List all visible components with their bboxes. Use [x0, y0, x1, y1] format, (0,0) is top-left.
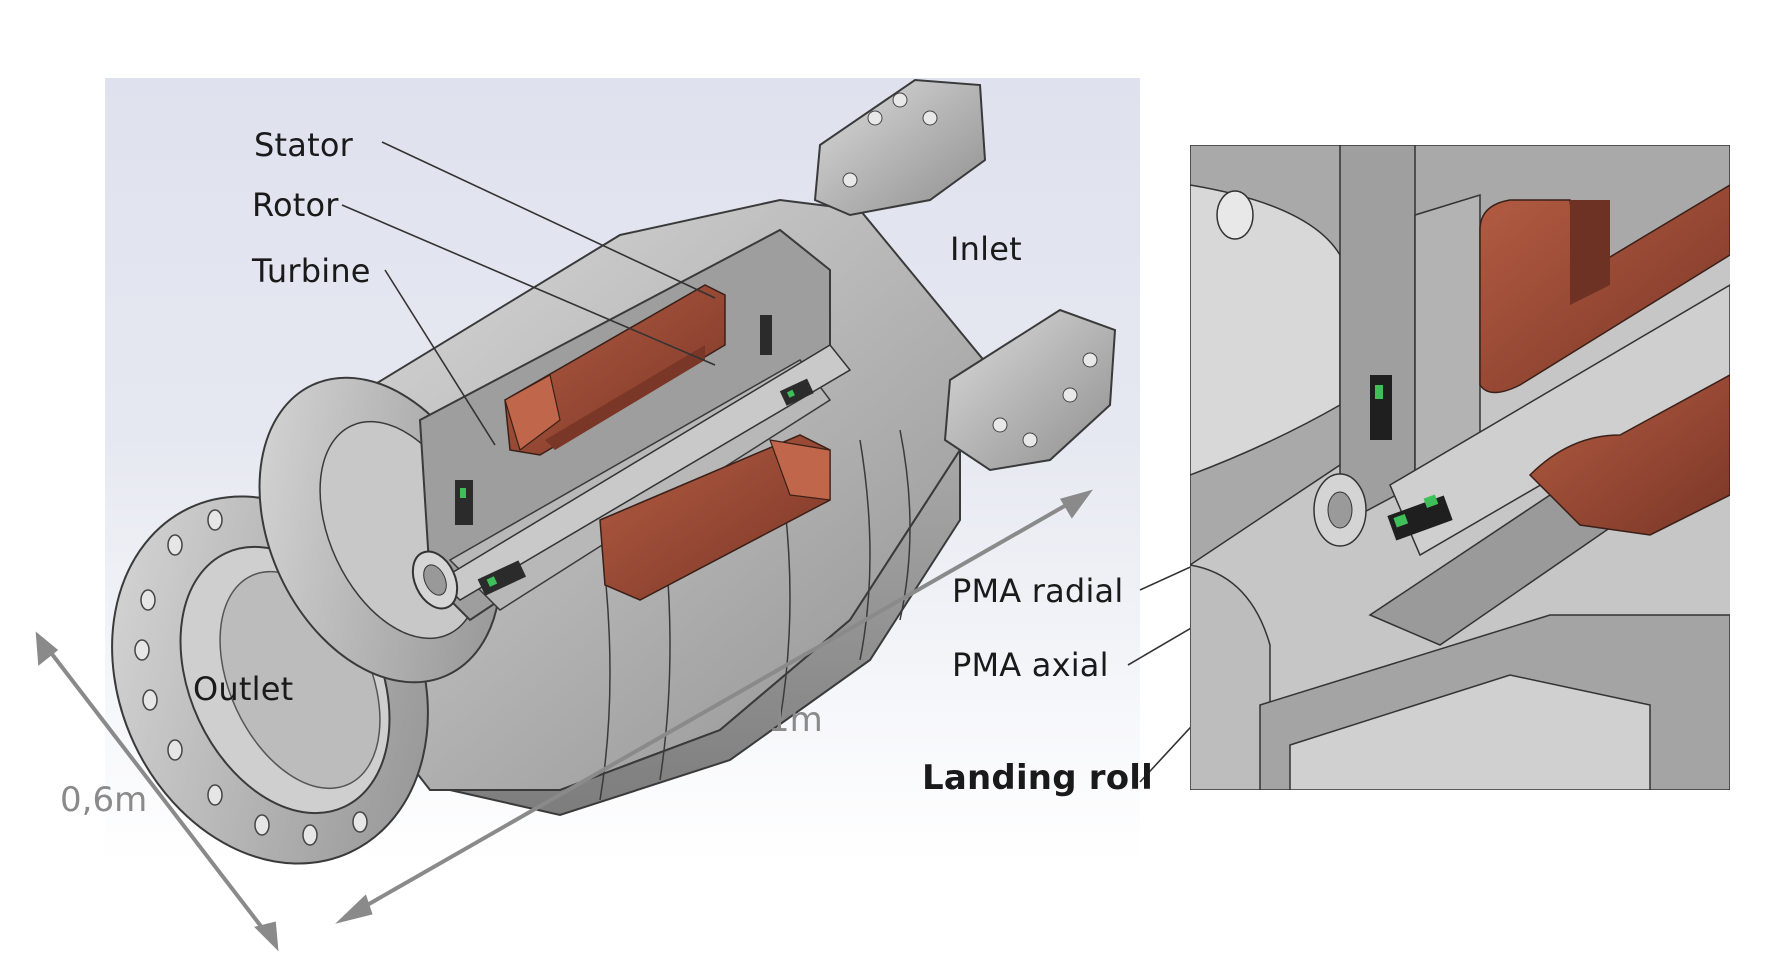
label-turbine: Turbine: [252, 252, 371, 290]
stator-windings: [504, 284, 831, 601]
turbine-leader: [384, 269, 496, 446]
dimension-diameter-label: 0,6m: [60, 780, 148, 820]
turbine-wheel: [411, 550, 459, 610]
dimension-length-label: 1m: [768, 700, 823, 740]
stator-leader: [381, 141, 716, 299]
label-landing-roll: Landing roll: [922, 758, 1154, 798]
length-arrow-head-end: [1059, 489, 1094, 519]
label-stator: Stator: [254, 126, 353, 164]
diameter-dimension-line: [43, 643, 272, 940]
magnetic-bearings: [455, 315, 814, 596]
diameter-arrow-head-start: [35, 631, 59, 666]
length-dimension-line: [354, 498, 1076, 914]
rotor-leader: [341, 204, 716, 366]
rotor-core: [545, 345, 705, 450]
label-pma-radial: PMA radial: [952, 572, 1124, 610]
length-arrow-head-start: [335, 894, 373, 924]
label-rotor: Rotor: [252, 186, 339, 224]
label-pma-axial: PMA axial: [952, 646, 1109, 684]
label-outlet: Outlet: [193, 670, 294, 708]
detail-view-drawing: [1190, 145, 1730, 790]
inlet-flange: [813, 78, 1117, 472]
detail-view: [1190, 145, 1730, 790]
label-inlet: Inlet: [950, 230, 1022, 268]
dimension-arrows: [35, 489, 1094, 952]
pma-radial-detail: [1370, 375, 1392, 440]
pma-axial-detail: [1387, 495, 1453, 541]
diameter-arrow-head-end: [254, 921, 279, 952]
